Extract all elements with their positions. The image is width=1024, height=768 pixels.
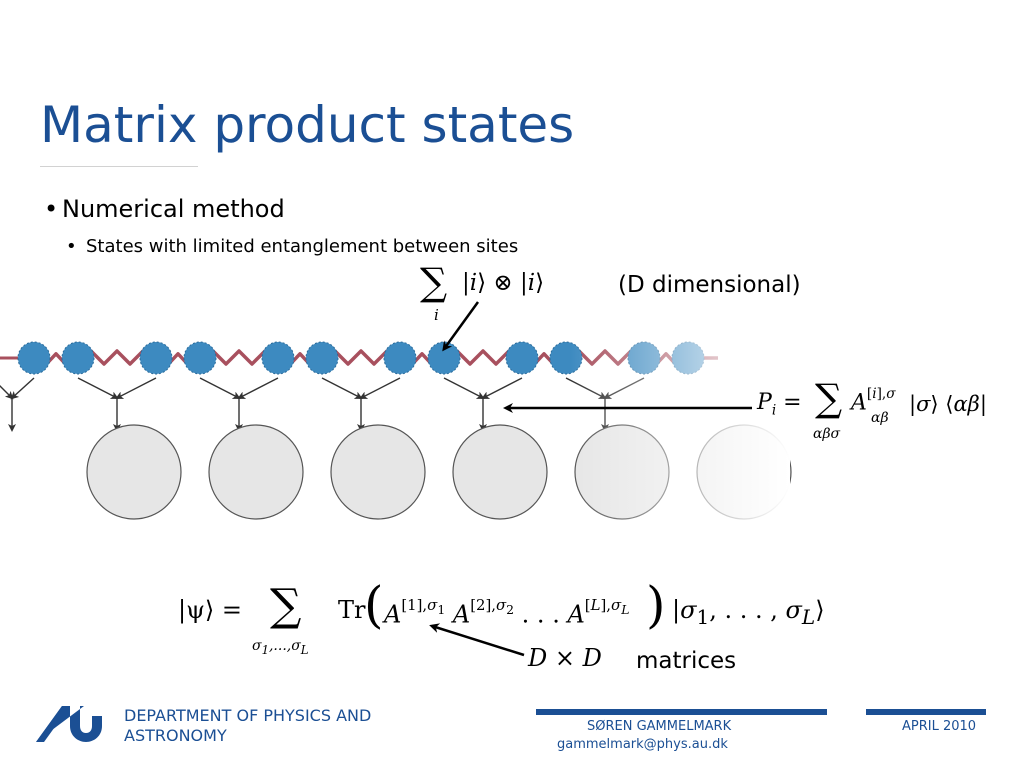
pair-state-arrow: [442, 301, 480, 352]
matrices-label: matrices: [636, 648, 737, 674]
title-underline: [40, 166, 198, 167]
leg-line: [10, 377, 35, 400]
bullet-text: Numerical method: [62, 195, 285, 223]
projector-lhs: P: [757, 390, 772, 415]
virtual-site: [305, 341, 339, 375]
fade-overlay: [570, 300, 790, 560]
virtual-site: [183, 341, 217, 375]
leg-line: [237, 377, 279, 399]
leg-line: [199, 377, 241, 399]
physical-site: [86, 424, 182, 520]
footer-author: SØREN GAMMELMARK: [587, 719, 732, 734]
leg-line: [77, 377, 119, 399]
bullet-icon: •: [66, 236, 77, 257]
footer-email: gammelmark@phys.au.dk: [557, 737, 728, 752]
physical-site: [452, 424, 548, 520]
matrices-arrow: [429, 623, 525, 657]
footer-date: APRIL 2010: [902, 719, 977, 734]
virtual-site: [261, 341, 295, 375]
footer-department: DEPARTMENT OF PHYSICS AND ASTRONOMY: [124, 706, 372, 745]
footer-bar-author: [536, 709, 827, 715]
dxd-formula: D × D: [528, 644, 602, 672]
au-logo-icon: [36, 706, 102, 742]
slide-title: Matrix product states: [40, 96, 575, 154]
physical-site: [208, 424, 304, 520]
leg-line: [115, 377, 157, 399]
mps-diagram: [0, 300, 792, 560]
bullet-icon: •: [44, 195, 59, 223]
leg-line: [481, 377, 523, 399]
leg-line: [359, 377, 401, 399]
leg-line: [0, 385, 14, 400]
leg-line: [321, 377, 363, 399]
psi-lhs: |ψ⟩ =: [178, 596, 243, 624]
matrices-arrow-layer: [429, 623, 525, 657]
virtual-site: [427, 341, 461, 375]
bullet-text: States with limited entanglement between…: [86, 236, 519, 257]
virtual-site: [505, 341, 539, 375]
projector-index: i: [771, 402, 777, 419]
virtual-site: [383, 341, 417, 375]
footer-bar-date: [866, 709, 986, 715]
pair-state-label: (D dimensional): [618, 272, 801, 298]
virtual-site: [61, 341, 95, 375]
physical-site: [330, 424, 426, 520]
virtual-site: [17, 341, 51, 375]
bullet-level-2: • States with limited entanglement betwee…: [66, 236, 518, 257]
virtual-site: [139, 341, 173, 375]
leg-line: [443, 377, 485, 399]
bullet-level-1: •Numerical method: [44, 195, 285, 223]
